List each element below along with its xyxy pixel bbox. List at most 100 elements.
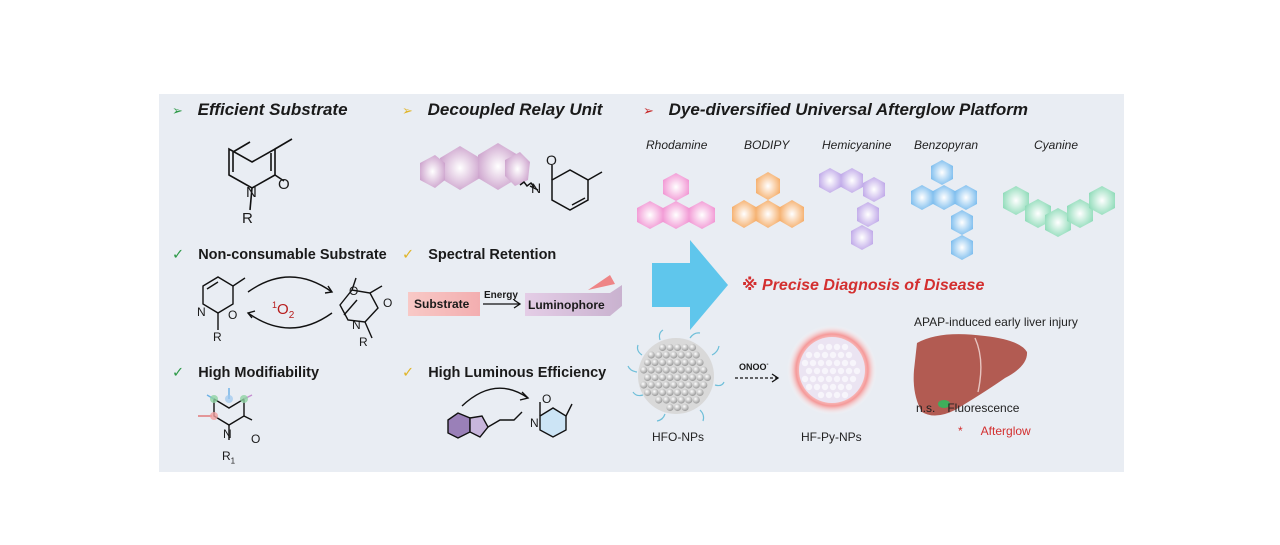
reaction-r-right: R bbox=[359, 335, 368, 349]
nanoparticle-bead bbox=[809, 359, 817, 367]
nanoparticle-bead bbox=[825, 375, 833, 383]
dye-name-bodipy: BODIPY bbox=[744, 138, 790, 152]
nanoparticle-bead bbox=[696, 388, 704, 397]
big-arrow bbox=[652, 240, 728, 330]
atom-o: O bbox=[278, 176, 290, 193]
check-icon: ✓ bbox=[402, 365, 415, 381]
feature-non-consumable: ✓ Non-consumable Substrate bbox=[172, 247, 387, 263]
nanoparticle-bead bbox=[825, 343, 833, 351]
nanoparticle-bead bbox=[817, 359, 825, 367]
liver-title: APAP-induced early liver injury bbox=[914, 315, 1078, 329]
nanoparticle-bead bbox=[670, 366, 678, 374]
nanoparticle-bead bbox=[647, 366, 655, 374]
nanoparticle-bead bbox=[805, 351, 813, 359]
nanoparticle-bead bbox=[655, 351, 663, 359]
nanoparticle-bead bbox=[841, 375, 849, 383]
hfo-nps-label: HFO-NPs bbox=[652, 430, 704, 444]
nanoparticle-bead bbox=[685, 381, 693, 389]
nanoparticle-bead bbox=[681, 388, 689, 397]
nanoparticle-bead bbox=[688, 343, 697, 352]
nanoparticle-bead bbox=[829, 383, 837, 391]
nanoparticle-bead bbox=[666, 388, 674, 397]
nanoparticle-bead bbox=[662, 366, 670, 374]
nanoparticle-bead bbox=[700, 381, 708, 389]
nanoparticle-bead bbox=[688, 358, 697, 367]
nanoparticle-bead bbox=[845, 367, 853, 375]
atom-r: R bbox=[242, 210, 253, 227]
nanoparticle-bead bbox=[813, 367, 821, 375]
nanoparticle-bead bbox=[813, 351, 821, 359]
nanoparticle-bead bbox=[841, 391, 849, 399]
nanoparticle-bead bbox=[651, 358, 659, 367]
nanoparticle-bead bbox=[662, 381, 670, 389]
relay-atom-n: N bbox=[531, 180, 542, 196]
feature-modifiability: ✓ High Modifiability bbox=[172, 365, 319, 381]
nanoparticle-bead bbox=[670, 351, 678, 359]
feature-luminous-efficiency: ✓ High Luminous Efficiency bbox=[402, 365, 606, 381]
nanoparticle-bead bbox=[817, 391, 825, 399]
dye-name-rhodamine: Rhodamine bbox=[646, 138, 708, 152]
dye-hemicyanine-graphic bbox=[819, 168, 885, 250]
nanoparticle-bead bbox=[658, 388, 667, 397]
nanoparticle-bead bbox=[692, 396, 700, 404]
heading-decoupled-relay: ➢ Decoupled Relay Unit bbox=[402, 100, 602, 120]
nanoparticle-bead bbox=[692, 366, 700, 374]
heading-text: Decoupled Relay Unit bbox=[427, 100, 603, 119]
heading-bullet: ➢ bbox=[643, 103, 654, 118]
nanoparticle-bead bbox=[849, 375, 857, 383]
dye-rhodamine-graphic bbox=[637, 173, 715, 229]
heading-text: Efficient Substrate bbox=[197, 100, 348, 119]
nanoparticle-bead bbox=[821, 367, 829, 375]
nanoparticle-bead bbox=[833, 375, 841, 383]
nanoparticle-bead bbox=[677, 381, 685, 389]
mod-atom-o: O bbox=[251, 432, 261, 446]
nanoparticle-bead bbox=[662, 351, 670, 359]
nanoparticle-bead bbox=[801, 375, 809, 383]
reaction-o-right: O bbox=[349, 284, 359, 298]
nanoparticle-bead bbox=[681, 373, 689, 382]
nanoparticle-bead bbox=[696, 373, 704, 382]
relay-atom-o: O bbox=[546, 152, 557, 168]
dye-name-hemicyanine: Hemicyanine bbox=[822, 138, 892, 152]
nanoparticle-bead bbox=[666, 343, 674, 352]
nanoparticle-bead bbox=[640, 381, 648, 389]
luminophore-box-label: Luminophore bbox=[528, 298, 605, 312]
nanoparticle-bead bbox=[825, 359, 833, 367]
nanoparticle-bead bbox=[673, 373, 682, 382]
energy-label: Energy bbox=[484, 290, 518, 301]
eff-atom-n: N bbox=[530, 416, 539, 430]
feature-text: High Modifiability bbox=[198, 365, 320, 381]
figure-panel bbox=[159, 94, 1124, 472]
hfpy-balls bbox=[801, 343, 861, 399]
feature-spectral-retention: ✓ Spectral Retention bbox=[402, 247, 556, 263]
check-icon: ✓ bbox=[402, 247, 415, 263]
nanoparticle-bead bbox=[677, 396, 685, 404]
nanoparticle-bead bbox=[658, 373, 667, 382]
nanoparticle-bead bbox=[677, 366, 685, 374]
heading-bullet: ➢ bbox=[172, 103, 183, 118]
feature-text: Non-consumable Substrate bbox=[198, 247, 387, 263]
check-icon: ✓ bbox=[172, 247, 185, 263]
nanoparticle-bead bbox=[666, 403, 674, 412]
nanoparticle-bead bbox=[655, 366, 663, 374]
diagnosis-title: ※ Precise Diagnosis of Disease bbox=[742, 277, 985, 294]
nanoparticle-bead bbox=[640, 366, 648, 374]
nanoparticle-bead bbox=[821, 351, 829, 359]
nanoparticle-bead bbox=[643, 388, 652, 397]
nanoparticle-bead bbox=[647, 351, 655, 359]
nanoparticle-bead bbox=[692, 381, 700, 389]
singlet-oxygen-label: 1O2 bbox=[272, 300, 295, 321]
dye-name-benzopyran: Benzopyran bbox=[914, 138, 979, 152]
nanoparticle-bead bbox=[643, 373, 652, 382]
nanoparticle-bead bbox=[688, 373, 697, 382]
nanoparticle-bead bbox=[673, 388, 682, 397]
substrate-structure bbox=[228, 138, 293, 211]
legend-ns: n.s.Fluorescence bbox=[916, 401, 1020, 415]
nanoparticle-bead bbox=[655, 396, 663, 404]
nanoparticle-bead bbox=[829, 351, 837, 359]
nanoparticle-bead bbox=[837, 351, 845, 359]
nanoparticle-bead bbox=[833, 359, 841, 367]
nanoparticle-bead bbox=[801, 359, 809, 367]
nanoparticle-bead bbox=[658, 358, 667, 367]
